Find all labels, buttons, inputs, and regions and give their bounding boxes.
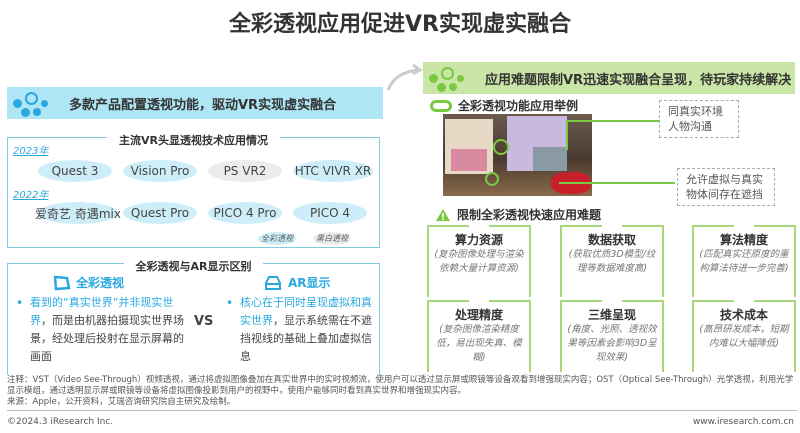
callout-occlusion: 允许虚拟与真实物体间存在遮挡 [677, 168, 775, 206]
source-text: 来源：Apple，公开资料，艾瑞咨询研究院自主研究及绘制。 [7, 397, 236, 407]
problem-title: 数据获取 [587, 233, 636, 247]
problem-desc: (复杂图像渲染精度低，易出现失真、模糊) [436, 324, 522, 363]
problem-card: 技术成本 (高昂研发成本，短期内难以大幅降低) [692, 300, 796, 372]
footer-divider [7, 410, 797, 411]
year-2022: 2022年 [13, 190, 49, 201]
problem-card: 算力资源 (复杂图像处理与渲染依赖大量计算资源) [427, 225, 531, 297]
problem-desc: (角度、光照、透视效果等因素会影响3D呈现效果) [567, 324, 657, 363]
problem-title: 技术成本 [719, 308, 768, 322]
ar-description: 核心在于同时呈现虚拟和真实世界，显示系统需在不遮挡视线的基础上叠加虚拟信息 [240, 294, 375, 366]
right-banner: 应用难题限制VR迅速实现融合呈现，待玩家持续解决 [423, 62, 795, 94]
problem-desc: (高昂研发成本，短期内难以大幅降低) [699, 324, 789, 349]
product-htc-vive-xr: HTC VIVR XR [293, 160, 373, 182]
example-title: 全彩透视功能应用举例 [458, 99, 579, 113]
product-quest-3: Quest 3 [38, 160, 112, 182]
problem-card: 数据获取 (获取优质3D模型/纹理等数据难度高) [560, 225, 664, 297]
vst-title: 全彩透视 [76, 276, 125, 290]
product-vision-pro: Vision Pro [123, 160, 197, 182]
product-pico-4-pro: PICO 4 Pro [208, 202, 282, 224]
vst-description: 看到的“真实世界”并非现实世界，而是由机器拍摄现实世界场景，经处理后投射在显示屏… [30, 294, 190, 366]
problem-title: 算力资源 [454, 233, 503, 247]
left-banner: 多款产品配置透视功能，驱动VR实现虚实融合 [7, 87, 383, 119]
vst-highlight: 看到的“真实世界”并非现实世界 [30, 296, 174, 327]
legend-color-passthrough: 全彩透视 [258, 232, 296, 245]
ar-title: AR显示 [288, 276, 331, 290]
problem-desc: (获取优质3D模型/纹理等数据难度高) [568, 249, 656, 274]
vs-label: VS [194, 314, 214, 329]
problem-title: 处理精度 [454, 308, 503, 322]
legend-bw-passthrough: 黑白透视 [313, 232, 351, 245]
problem-card: 三维呈现 (角度、光照、透视效果等因素会影响3D呈现效果) [560, 300, 664, 372]
warning-icon [436, 208, 450, 221]
problem-card: 算法精度 (匹配真实还原度的重构算法待进一步完善) [692, 225, 796, 297]
vst-text: ，而是由机器拍摄现实世界场景，经处理后投射在显示屏幕的画面 [30, 314, 184, 363]
product-iqiyi-mix: 爱奇艺 奇遇mix [35, 202, 121, 224]
products-box-title: 主流VR头显透视技术应用情况 [107, 134, 280, 147]
problem-title: 算法精度 [719, 233, 768, 247]
callout-communicate: 同真实环境人物沟通 [659, 100, 739, 138]
product-pico-4: PICO 4 [293, 202, 367, 224]
product-ps-vr2: PS VR2 [208, 160, 282, 182]
problem-desc: (复杂图像处理与渲染依赖大量计算资源) [434, 249, 524, 274]
footnotes: 注释：VST（Video See-Through）视频透视，通过将虚拟图像叠加在… [7, 375, 797, 408]
ar-text: ，显示系统需在不遮挡视线的基础上叠加虚拟信息 [240, 314, 372, 363]
copyright: ©2024.3 iResearch Inc. [7, 417, 114, 427]
year-2023: 2023年 [13, 146, 49, 157]
vr-headset-icon [430, 99, 452, 112]
product-quest-pro: Quest Pro [123, 202, 197, 224]
page-title: 全彩透视应用促进VR实现虚实融合 [229, 12, 571, 37]
website-link[interactable]: www.iresearch.com.cn [692, 417, 794, 427]
ar-glasses-icon [265, 275, 281, 290]
problems-title: 限制全彩透视快速应用难题 [457, 208, 602, 222]
right-banner-text: 应用难题限制VR迅速实现融合呈现，待玩家持续解决 [485, 72, 792, 88]
dots-icon [429, 64, 467, 92]
products-box: 主流VR头显透视技术应用情况 2023年 Quest 3 Vision Pro … [7, 134, 380, 248]
compare-box: 全彩透视与AR显示区别 全彩透视 • 看到的“真实世界”并非现实世界，而是由机器… [7, 260, 380, 375]
arrow-icon [386, 63, 423, 91]
note-text: 注释：VST（Video See-Through）视频透视，通过将虚拟图像叠加在… [7, 375, 794, 396]
compare-box-title: 全彩透视与AR显示区别 [123, 260, 264, 273]
problem-card: 处理精度 (复杂图像渲染精度低，易出现失真、模糊) [427, 300, 531, 372]
left-banner-text: 多款产品配置透视功能，驱动VR实现虚实融合 [69, 97, 337, 113]
problem-title: 三维呈现 [587, 308, 636, 322]
ar-highlight: 核心在于同时呈现虚拟和真实世界 [240, 296, 372, 327]
dots-icon [13, 89, 51, 117]
problem-desc: (匹配真实还原度的重构算法待进一步完善) [699, 249, 789, 274]
frame-icon [53, 275, 71, 290]
